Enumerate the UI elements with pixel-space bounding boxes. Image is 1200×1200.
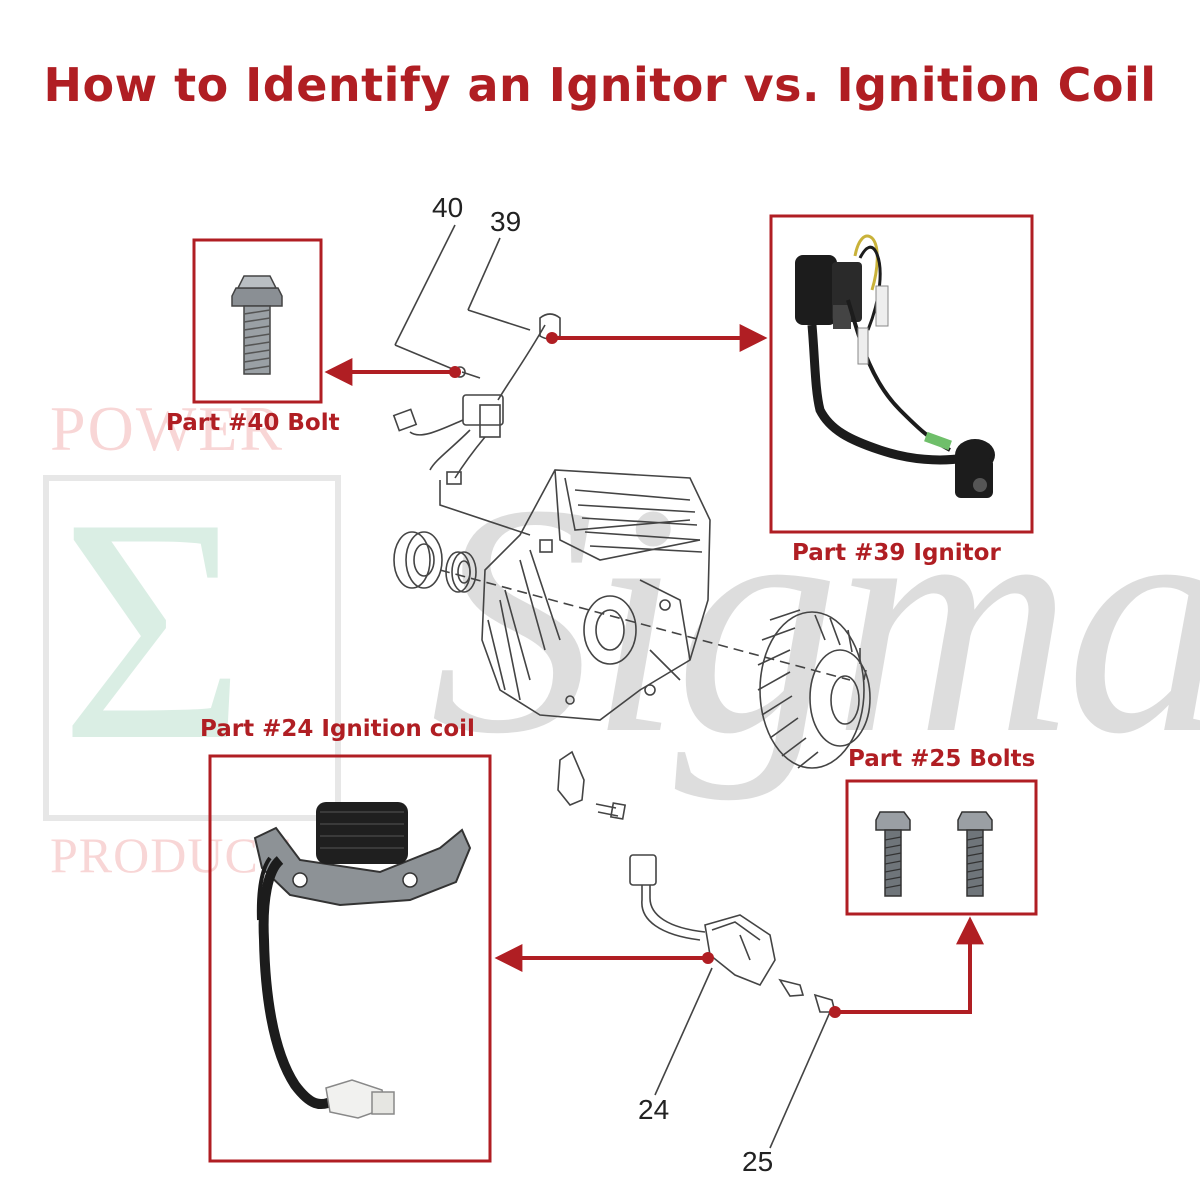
part-24-box: [208, 754, 492, 1163]
leader-39: [467, 237, 501, 311]
part-25-box: [845, 779, 1038, 916]
callout-number-40: 40: [432, 192, 464, 223]
watermark-symbol: Σ: [60, 453, 247, 807]
callout-number-39: 39: [490, 206, 522, 237]
part-40-box: [192, 238, 323, 404]
bolt-40-photo: [231, 275, 283, 375]
caption-part-24: Part #24 Ignition coil: [200, 716, 475, 742]
arrow-to-part-25: [835, 916, 984, 1014]
callout-dot-25: [829, 1006, 841, 1018]
page-title: How to Identify an Ignitor vs. Ignition …: [43, 58, 1157, 112]
callout-dot-40: [449, 366, 461, 378]
watermark-bottom: PRODUCT: [50, 827, 291, 883]
watermark-top: POWER: [50, 393, 284, 464]
leader-25: [769, 1011, 831, 1149]
callout-dot-24: [702, 952, 714, 964]
ignitor-39-photo: [795, 234, 995, 498]
callout-number-24: 24: [638, 1094, 670, 1125]
watermark-script: Sigma: [430, 437, 1200, 802]
callout-dot-39: [546, 332, 558, 344]
part-39-box: [769, 214, 1034, 534]
caption-part-40: Part #40 Bolt: [166, 410, 340, 436]
watermark-frame: [43, 475, 341, 821]
engine-line-drawing: [392, 224, 871, 1149]
ignition-coil-24-photo: [253, 802, 472, 1119]
callout-number-25: 25: [742, 1146, 774, 1177]
bolts-25-photo: [875, 811, 993, 897]
caption-part-25: Part #25 Bolts: [848, 746, 1036, 772]
caption-part-39: Part #39 Ignitor: [792, 540, 1001, 566]
leader-40: [394, 224, 456, 346]
leader-24: [654, 967, 713, 1096]
